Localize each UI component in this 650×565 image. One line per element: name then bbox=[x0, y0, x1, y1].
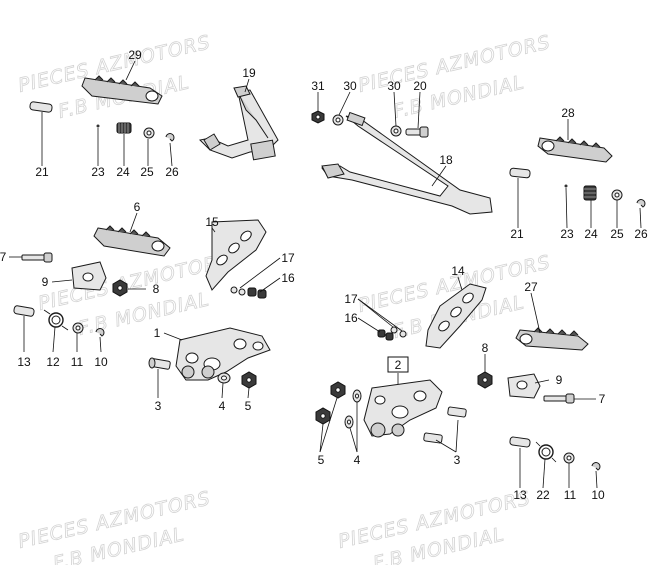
part-4-washer bbox=[217, 372, 231, 384]
part-24-spring bbox=[583, 185, 597, 201]
part-12-spring bbox=[43, 309, 69, 331]
part-10-clip bbox=[95, 328, 105, 337]
part-31-nut bbox=[311, 110, 325, 124]
callout-22: 22 bbox=[536, 488, 550, 502]
callout-20: 20 bbox=[413, 79, 427, 93]
callout-17: 17 bbox=[344, 292, 358, 306]
callout-24: 24 bbox=[116, 165, 130, 179]
part-5-nut bbox=[241, 371, 257, 389]
part-17-washer bbox=[230, 286, 246, 296]
callout-30: 30 bbox=[387, 79, 401, 93]
callout-28: 28 bbox=[561, 106, 575, 120]
callout-4: 4 bbox=[354, 453, 361, 467]
callout-31: 31 bbox=[311, 79, 325, 93]
callout-11: 11 bbox=[71, 355, 84, 369]
callout-labels: 29 19 31 30 30 20 18 28 21 23 24 25 26 2… bbox=[0, 48, 648, 502]
part-6-footpeg bbox=[93, 225, 171, 257]
part-1-bracket bbox=[175, 327, 271, 381]
callout-3: 3 bbox=[454, 453, 461, 467]
part-10-clip bbox=[591, 462, 601, 471]
part-13-pin bbox=[509, 436, 531, 448]
part-3-bolt bbox=[423, 406, 467, 444]
part-22-spring bbox=[535, 441, 557, 463]
leader-lines bbox=[9, 60, 642, 489]
part-9-bracket bbox=[71, 261, 107, 291]
part-27-footpeg bbox=[515, 327, 589, 351]
callout-8: 8 bbox=[482, 341, 489, 355]
part-7-bolt bbox=[543, 393, 575, 404]
callout-25: 25 bbox=[140, 165, 154, 179]
callout-23: 23 bbox=[560, 227, 574, 241]
part-20-bolt bbox=[405, 126, 429, 138]
part-8-nut bbox=[477, 371, 493, 389]
callout-7: 7 bbox=[599, 392, 606, 406]
part-14-heel-plate bbox=[425, 283, 487, 349]
part-17-washer bbox=[390, 326, 407, 338]
part-26-clip bbox=[165, 133, 175, 142]
part-4-washer bbox=[344, 389, 362, 429]
part-28-footpeg bbox=[537, 136, 613, 163]
part-25-washer bbox=[143, 127, 155, 139]
callout-2: 2 bbox=[395, 358, 402, 372]
callout-13: 13 bbox=[513, 488, 527, 502]
callout-16: 16 bbox=[281, 271, 295, 285]
callout-24: 24 bbox=[584, 227, 598, 241]
part-24-spring bbox=[116, 122, 132, 134]
part-30-washer bbox=[332, 114, 344, 126]
callout-1: 1 bbox=[154, 326, 161, 340]
callout-17: 17 bbox=[281, 251, 295, 265]
callout-14: 14 bbox=[451, 264, 465, 278]
callout-10: 10 bbox=[591, 488, 605, 502]
callout-15: 15 bbox=[205, 215, 219, 229]
callout-10: 10 bbox=[94, 355, 108, 369]
part-5-nut bbox=[315, 381, 346, 425]
callout-21: 21 bbox=[35, 165, 49, 179]
callout-7: 7 bbox=[0, 250, 7, 264]
part-25-washer bbox=[611, 189, 623, 201]
callout-29: 29 bbox=[128, 48, 142, 62]
part-26-clip bbox=[636, 199, 646, 208]
part-3-bolt bbox=[148, 357, 171, 370]
part-23-ball bbox=[564, 184, 568, 188]
callout-4: 4 bbox=[219, 399, 226, 413]
callout-27: 27 bbox=[524, 280, 538, 294]
part-21-pin bbox=[29, 101, 53, 113]
callout-16: 16 bbox=[344, 311, 358, 325]
callout-5: 5 bbox=[318, 453, 325, 467]
callout-26: 26 bbox=[634, 227, 648, 241]
callout-13: 13 bbox=[17, 355, 31, 369]
callout-18: 18 bbox=[439, 153, 453, 167]
part-16-screw bbox=[377, 329, 394, 341]
callout-2-box bbox=[387, 356, 409, 373]
callout-23: 23 bbox=[91, 165, 105, 179]
part-2-bracket bbox=[363, 379, 443, 438]
part-21-pin bbox=[509, 167, 531, 179]
part-29-footpeg bbox=[81, 75, 163, 105]
callout-25: 25 bbox=[610, 227, 624, 241]
callout-11: 11 bbox=[564, 488, 577, 502]
part-15-heel-plate bbox=[205, 219, 267, 291]
part-8-nut bbox=[112, 279, 128, 297]
callout-19: 19 bbox=[242, 66, 256, 80]
callout-8: 8 bbox=[153, 282, 160, 296]
callout-6: 6 bbox=[134, 200, 141, 214]
part-9-bracket bbox=[507, 373, 541, 399]
callout-12: 12 bbox=[46, 355, 60, 369]
callout-21: 21 bbox=[510, 227, 524, 241]
callout-9: 9 bbox=[42, 275, 49, 289]
callout-30: 30 bbox=[343, 79, 357, 93]
part-23-ball bbox=[96, 124, 100, 128]
callout-3: 3 bbox=[155, 399, 162, 413]
part-11-washer bbox=[563, 452, 575, 464]
part-19-bracket bbox=[198, 85, 279, 161]
part-18-long-bracket bbox=[321, 111, 493, 215]
part-30-washer bbox=[390, 125, 402, 137]
callout-26: 26 bbox=[165, 165, 179, 179]
callout-5: 5 bbox=[245, 399, 252, 413]
callout-9: 9 bbox=[556, 373, 563, 387]
part-7-bolt bbox=[21, 252, 53, 263]
part-13-pin bbox=[13, 305, 35, 317]
part-11-washer bbox=[72, 322, 84, 334]
